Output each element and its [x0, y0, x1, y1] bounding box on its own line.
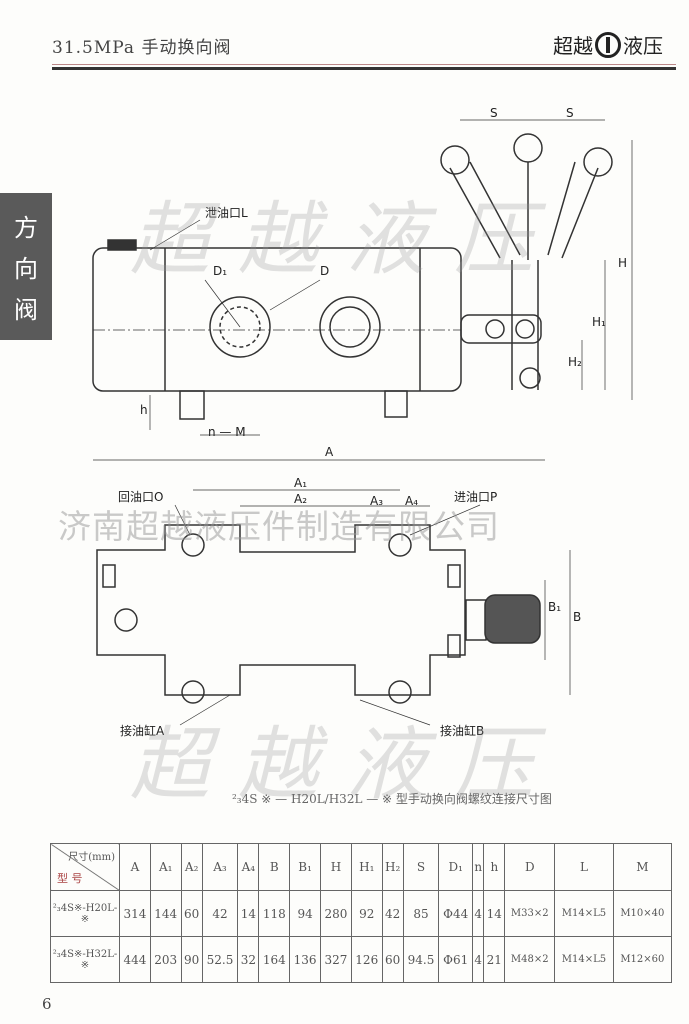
valve-side-view-drawing — [92, 119, 633, 461]
column-header: B₁ — [289, 843, 322, 891]
drain-port-label: 泄油口L — [205, 206, 248, 220]
column-header: D₁ — [438, 843, 474, 891]
cylinder-a-label: 接油缸A — [120, 724, 165, 738]
table-cell: 4 — [472, 890, 485, 937]
return-port-label: 回油口O — [118, 490, 164, 504]
header-rule-thin — [52, 64, 676, 65]
header-title: 31.5MPa 手动换向阀 — [52, 38, 232, 58]
table-cell: 94 — [289, 890, 322, 937]
column-header: D — [504, 843, 556, 891]
section-tab: 方 向 阀 — [0, 193, 52, 340]
table-cell: 52.5 — [201, 936, 239, 983]
table-cell: 144 — [149, 890, 182, 937]
logo-icon — [595, 31, 621, 58]
figure-caption: ²₃4S ※ — H20L/H32L — ※ 型手动换向阀螺纹连接尺寸图 — [232, 792, 552, 806]
section-tab-char: 阀 — [14, 296, 38, 324]
table-cell: 60 — [381, 936, 404, 983]
b1-label: B₁ — [548, 600, 562, 614]
s-label-2: S — [566, 106, 574, 120]
table-cell: 203 — [149, 936, 182, 983]
b-label: B — [573, 610, 582, 624]
header-rule-thick — [52, 67, 676, 70]
a3-label: A₃ — [370, 494, 384, 508]
brand-text-right: 液压 — [623, 34, 663, 58]
table-cell: Φ44 — [438, 890, 474, 937]
s-label-1: S — [490, 106, 498, 120]
table-cell: M14×L5 — [554, 936, 614, 983]
column-header: A₃ — [201, 843, 239, 891]
column-header: H — [320, 843, 352, 891]
corner-model: 型 号 — [57, 872, 83, 885]
table-cell: Φ61 — [438, 936, 474, 983]
table-cell: M48×2 — [504, 936, 556, 983]
corner-header: 尺寸(mm) 型 号 — [50, 843, 120, 891]
small-h-label: h — [140, 403, 148, 417]
table-cell: M10×40 — [612, 890, 673, 937]
table-cell: M14×L5 — [554, 890, 614, 937]
table-cell: 92 — [350, 890, 383, 937]
table-cell: M12×60 — [612, 936, 673, 983]
watermark: 超越液压 — [130, 718, 562, 811]
column-header: S — [402, 843, 440, 891]
table-cell: 444 — [119, 936, 151, 983]
column-header: L — [554, 843, 614, 891]
table-cell: 42 — [201, 890, 239, 937]
column-header: B — [258, 843, 291, 891]
a4-label: A₄ — [405, 494, 419, 508]
table-cell: 280 — [320, 890, 352, 937]
a2-label: A₂ — [294, 492, 308, 506]
column-header: n — [472, 843, 485, 891]
d-label: D — [320, 264, 330, 278]
h-label: H — [618, 256, 628, 270]
cylinder-b-label: 接油缸B — [440, 724, 485, 738]
h2-label: H₂ — [568, 355, 582, 369]
inlet-port-label: 进油口P — [454, 490, 498, 504]
column-header: A₁ — [149, 843, 182, 891]
table-cell: 14 — [237, 890, 260, 937]
table-cell: 85 — [402, 890, 440, 937]
thread-nm-label: n — M — [208, 425, 246, 439]
column-header: H₂ — [381, 843, 404, 891]
section-tab-char: 向 — [14, 255, 38, 283]
model-cell: ²₃4S※-H20L-※ — [50, 890, 120, 937]
table-cell: M33×2 — [504, 890, 556, 937]
table-cell: 136 — [289, 936, 322, 983]
table-cell: 164 — [258, 936, 291, 983]
corner-units: 尺寸(mm) — [68, 852, 115, 863]
brand-text-left: 超越 — [553, 34, 593, 58]
d1-label: D₁ — [213, 264, 228, 278]
table-cell: 14 — [483, 890, 506, 937]
column-header: A₂ — [180, 843, 203, 891]
table-cell: 32 — [237, 936, 260, 983]
column-header: M — [612, 843, 673, 891]
table-cell: 42 — [381, 890, 404, 937]
column-header: A₄ — [237, 843, 260, 891]
section-tab-char: 方 — [14, 214, 38, 242]
table-cell: 4 — [472, 936, 485, 983]
table-cell: 118 — [258, 890, 291, 937]
table-cell: 314 — [119, 890, 151, 937]
column-header: H₁ — [350, 843, 383, 891]
model-cell: ²₃4S※-H32L-※ — [50, 936, 120, 983]
column-header: A — [119, 843, 151, 891]
table-cell: 94.5 — [402, 936, 440, 983]
table-cell: 60 — [180, 890, 203, 937]
a1-label: A₁ — [294, 476, 308, 490]
brand-logo: 超越 液压 — [553, 30, 663, 59]
page-number: 6 — [42, 995, 52, 1013]
table-cell: 21 — [483, 936, 506, 983]
table-cell: 90 — [180, 936, 203, 983]
a-label: A — [325, 445, 334, 459]
watermark-company: 济南超越液压件制造有限公司 — [58, 507, 500, 546]
column-header: h — [483, 843, 506, 891]
watermark: 超越液压 — [130, 193, 562, 286]
table-cell: 327 — [320, 936, 352, 983]
valve-top-view-drawing — [96, 489, 571, 726]
table-cell: 126 — [350, 936, 383, 983]
h1-label: H₁ — [592, 315, 606, 329]
